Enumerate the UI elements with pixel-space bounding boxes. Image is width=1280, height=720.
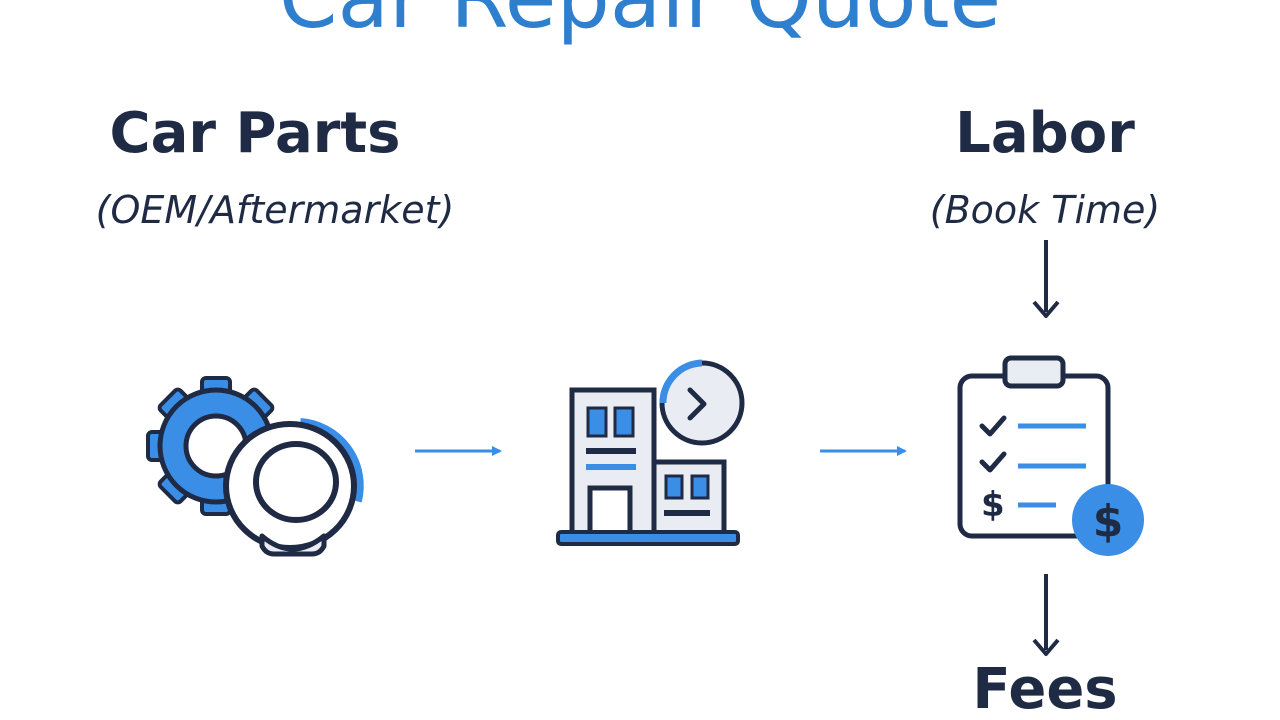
dollar-glyph: $	[981, 485, 1005, 525]
arrow-quote-to-fees	[1032, 574, 1060, 656]
repair-shop-building-icon	[556, 359, 745, 546]
car-parts-heading: Car Parts	[109, 101, 401, 166]
diagram-title: Car Repair Quote	[0, 0, 1280, 40]
labor-subtitle: (Book Time)	[929, 188, 1161, 232]
arrow-labor-to-quote	[1032, 240, 1060, 318]
dollar-coin-glyph: $	[1093, 496, 1124, 547]
clipboard-checklist-dollar-icon: $ $	[957, 355, 1144, 556]
fees-heading: Fees	[972, 657, 1118, 720]
labor-heading: Labor	[955, 101, 1135, 166]
gears-icon	[146, 376, 364, 557]
car-parts-subtitle: (OEM/Aftermarket)	[95, 188, 455, 232]
